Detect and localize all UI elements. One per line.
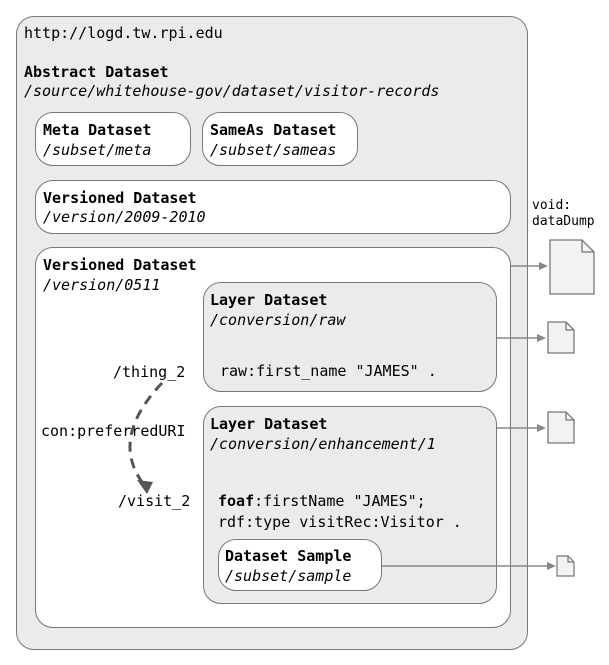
sample-document-icon [556, 555, 575, 577]
host-url: http://logd.tw.rpi.edu [24, 24, 223, 42]
preferred-uri-arrowhead [137, 480, 153, 494]
versioned-dataset-2009-title: Versioned Dataset [43, 189, 197, 207]
versioned-dataset-0511-title: Versioned Dataset [43, 256, 197, 274]
abstract-dataset-title: Abstract Dataset [24, 63, 169, 81]
layer-raw-triple: raw:first_name "JAMES" . [220, 362, 437, 380]
arrowhead-sample-to-doc [547, 562, 556, 570]
arrowhead-enhanced-to-doc [537, 424, 546, 432]
layer-raw-path: /conversion/raw [210, 311, 346, 329]
sameas-dataset-title: SameAs Dataset [210, 121, 337, 139]
preferred-uri-label: con:preferredURI [41, 422, 186, 440]
sameas-dataset-path: /subset/sameas [210, 141, 337, 159]
versioned-dataset-2009-path: /version/2009-2010 [43, 208, 206, 226]
layer-enhanced-title: Layer Dataset [210, 415, 328, 433]
raw-document-icon [547, 321, 575, 354]
visit-node-label: /visit_2 [118, 492, 191, 510]
thing-node-label: /thing_2 [113, 363, 186, 381]
foaf-prefix: foaf [218, 492, 255, 510]
layer-raw-box [203, 282, 497, 392]
layer-enhanced-path: /conversion/enhancement/1 [210, 435, 436, 453]
large-document-icon [549, 239, 595, 295]
abstract-dataset-path: /source/whitehouse-gov/dataset/visitor-r… [24, 82, 440, 100]
dataset-sample-path: /subset/sample [225, 567, 352, 585]
dataset-sample-title: Dataset Sample [225, 547, 352, 565]
arrowhead-versioned-to-dump [539, 262, 548, 270]
void-label: void: [532, 198, 572, 213]
preferred-uri-arrow [128, 381, 164, 487]
meta-dataset-title: Meta Dataset [43, 121, 152, 139]
layer-enhanced-triple-2: rdf:type visitRec:Visitor . [218, 513, 462, 531]
meta-dataset-path: /subset/meta [43, 141, 152, 159]
meta-dataset-box [35, 112, 191, 166]
dataset-sample-box [218, 539, 382, 591]
versioned-dataset-2009-box [35, 180, 511, 234]
datadump-label: dataDump [532, 214, 595, 229]
layer-enhanced-triple-1: foaf:firstName "JAMES"; [218, 492, 426, 510]
triple-1-rest: :firstName "JAMES"; [254, 492, 426, 510]
layer-raw-title: Layer Dataset [210, 291, 328, 309]
versioned-dataset-0511-path: /version/0511 [43, 276, 161, 294]
sameas-dataset-box [202, 112, 358, 166]
arrowhead-raw-to-doc [537, 334, 546, 342]
enhanced-document-icon [547, 411, 575, 444]
